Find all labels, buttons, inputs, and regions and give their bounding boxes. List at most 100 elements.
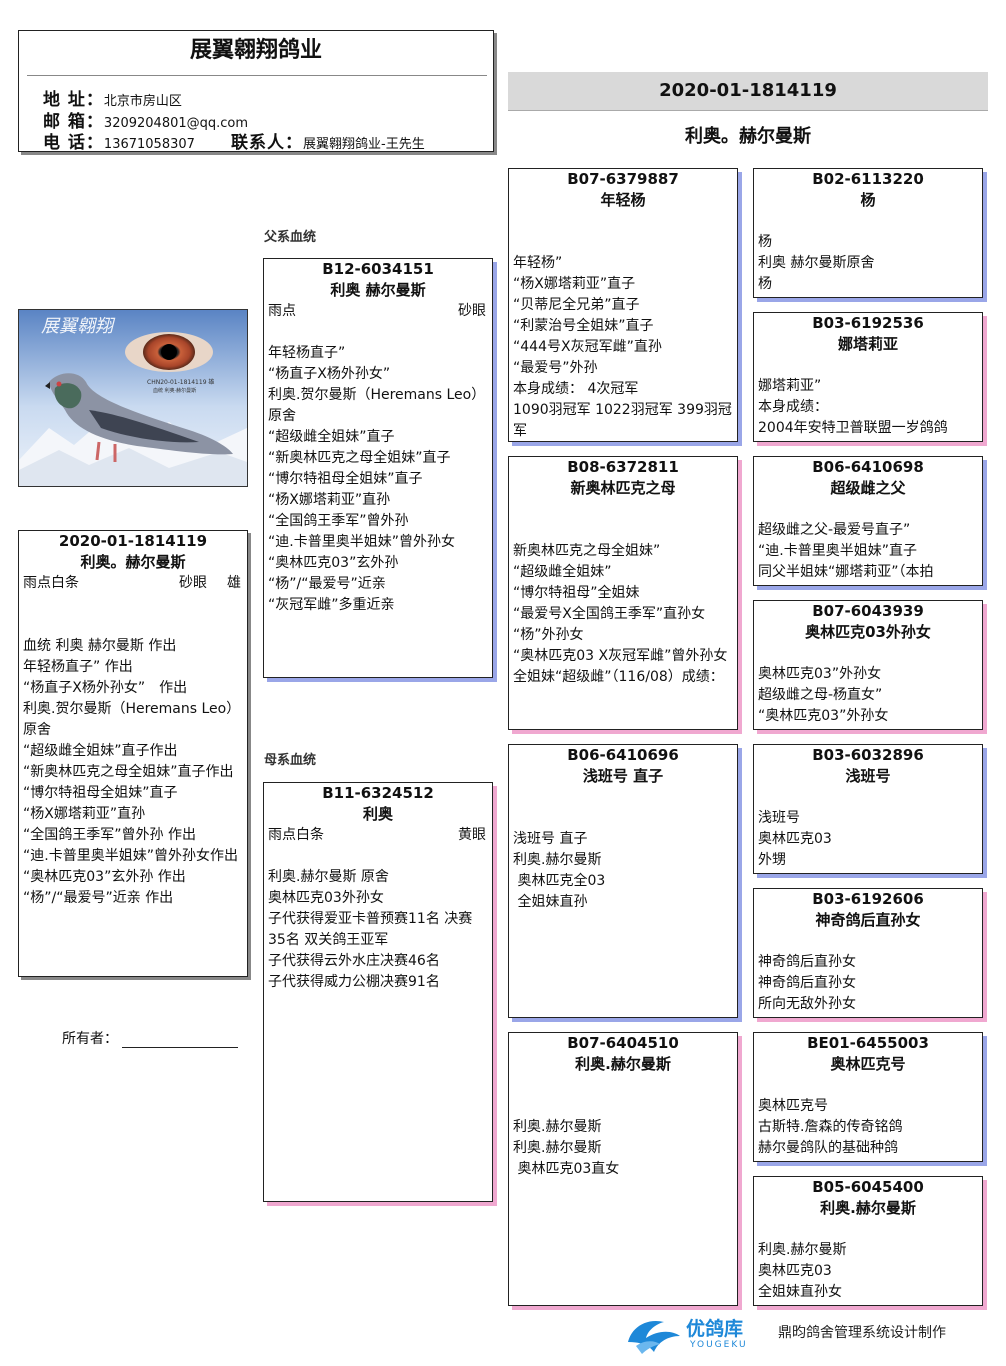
sire-attributes: 雨点 砂眼 (264, 301, 492, 322)
dam-line: 利奥.赫尔曼斯 原舍 (268, 869, 389, 885)
gen3-line: 古斯特.詹森的传奇铭鸽 (758, 1119, 903, 1135)
sire-ring: B12-6034151 (322, 260, 434, 278)
gen3-line: 所向无敌外孙女 (758, 996, 856, 1012)
sire-line: 年轻杨直子” (268, 345, 346, 361)
gen3-line: 娜塔莉亚” (758, 378, 822, 394)
gen2-description: 浅班号 直子 利奥.赫尔曼斯 奥林匹克全03 全姐妹直孙 (509, 829, 737, 913)
gen3-name: 利奥.赫尔曼斯 (820, 1199, 916, 1217)
gen3-ring: B05-6045400 (812, 1178, 924, 1196)
owner-label: 所有者： (62, 1031, 118, 1047)
gen3-name: 浅班号 (845, 767, 891, 785)
sire-line: “迪.卡普里奥半姐妹”曾外孙女 (268, 534, 455, 550)
subject-line: 年轻杨直子” 作出 (23, 659, 133, 675)
gen2-ring: B08-6372811 (567, 458, 679, 476)
email-row: 邮 箱：3209204801@qq.com (43, 107, 248, 132)
subject-ring: 2020-01-1814119 (58, 532, 208, 550)
gen2-line: “444号X灰冠军雌”直孙 (513, 339, 662, 355)
subject-description: 血统 利奥 赫尔曼斯 作出 年轻杨直子” 作出 “杨直子X杨外孙女” 作出 利奥… (19, 636, 247, 909)
footer-logo: 优鸽库 YOUGEKU (622, 1312, 772, 1356)
photo-caption: CHN20-01-1814119 雄 (147, 378, 214, 386)
sire-line: “全国鸽王季军”曾外孙 (268, 513, 409, 529)
gen3-line: 利奥.赫尔曼斯 (758, 1242, 847, 1258)
grandsire-maternal-card: B06-6410696 浅班号 直子 浅班号 直子 利奥.赫尔曼斯 奥林匹克全0… (508, 744, 738, 1018)
gen2-line: 本身成绩： 4次冠军 (513, 381, 639, 397)
owner-field[interactable]: 所有者： (62, 1028, 239, 1048)
gen2-line: “贝蒂尼全兄弟”直子 (513, 297, 640, 313)
gen3-name: 神奇鸽后直孙女 (815, 911, 921, 929)
gen3-line: 杨 (758, 234, 772, 250)
sire-line: “奥林匹克03”玄外孙 (268, 555, 399, 571)
gen3-name: 娜塔莉亚 (837, 335, 898, 353)
gen3-ring: B03-6192606 (812, 890, 924, 908)
subject-line: “杨直子X杨外孙女” 作出 (23, 680, 188, 696)
gen3-description: 超级雌之父-最爱号直子” “迪.卡普里奥半姐妹”直子 同父半姐妹“娜塔莉亚”（本… (754, 520, 982, 583)
subject-line: “全国鸽王季军”曾外孙 作出 (23, 827, 196, 843)
contact-value: 展翼翱翔鸽业-王先生 (303, 137, 425, 152)
subject-line: “奥林匹克03”玄外孙 作出 (23, 869, 186, 885)
gen2-name: 浅班号 直子 (582, 767, 664, 785)
gen3-line: 外甥 (758, 852, 786, 868)
gen2-line: 年轻杨” (513, 255, 563, 271)
subject-eye: 砂眼 (179, 575, 207, 591)
gen3-name: 奥林匹克号 (830, 1055, 906, 1073)
gen3-card-5: B03-6032896 浅班号 浅班号 奥林匹克03 外甥 (753, 744, 983, 874)
dam-eye: 黄眼 (458, 827, 486, 843)
gen3-card-6: B03-6192606 神奇鸽后直孙女 神奇鸽后直孙女 神奇鸽后直孙女 所向无敌… (753, 888, 983, 1018)
sire-line: “新奥林匹克之母全姐妹”直子 (268, 450, 451, 466)
farm-title: 展翼翱翔鸽业 (189, 38, 322, 63)
gen2-line: 利奥.赫尔曼斯 (513, 1140, 602, 1156)
subject-line: “超级雌全姐妹”直子作出 (23, 743, 178, 759)
sire-name: 利奥 赫尔曼斯 (330, 281, 426, 299)
sire-line: “杨”/“最爱号”近亲 (268, 576, 386, 592)
gen2-ring: B07-6379887 (567, 170, 679, 188)
subject-color: 雨点白条 (23, 575, 79, 591)
gen2-line: 奥林匹克全03 (513, 873, 606, 889)
header-name: 利奥。赫尔曼斯 (685, 126, 811, 147)
pigeon-image: 展翼翱翔 CHN20-01-1814119 雄 血统 利奥·赫尔曼斯 (19, 310, 247, 486)
gen2-ring: B06-6410696 (567, 746, 679, 764)
sire-eye: 砂眼 (458, 303, 486, 319)
grandsire-paternal-card: B07-6379887 年轻杨 年轻杨” “杨X娜塔莉亚”直子 “贝蒂尼全兄弟”… (508, 168, 738, 442)
gen3-ring: B03-6192536 (812, 314, 924, 332)
email-value: 3209204801@qq.com (103, 116, 249, 131)
gen2-line: “博尔特祖母”全姐妹 (513, 585, 640, 601)
gen3-name: 杨 (860, 191, 876, 209)
subject-line: “博尔特祖母全姐妹”直子 (23, 785, 178, 801)
svg-text:展翼翱翔: 展翼翱翔 (41, 316, 116, 337)
gen3-line: 浅班号 (758, 810, 800, 826)
gen2-description: 利奥.赫尔曼斯 利奥.赫尔曼斯 奥林匹克03直女 (509, 1117, 737, 1180)
gen2-line: 浅班号 直子 (513, 831, 588, 847)
dam-attributes: 雨点白条 黄眼 (264, 825, 492, 846)
gen3-description: 杨 利奥 赫尔曼斯原舍 杨 (754, 232, 982, 295)
sire-line: “灰冠军雌”多重近亲 (268, 597, 395, 613)
sire-section-label: 父系血统 (264, 230, 317, 245)
gen3-line: “迪.卡普里奥半姐妹”直子 (758, 543, 917, 559)
dam-line: 子代获得威力公棚决赛91名 (268, 974, 440, 990)
gen2-name: 利奥.赫尔曼斯 (575, 1055, 671, 1073)
subject-line: “杨X娜塔莉亚”直孙 (23, 806, 146, 822)
photo-caption-2: 血统 利奥·赫尔曼斯 (153, 387, 196, 394)
subject-card: 2020-01-1814119 利奥。赫尔曼斯 雨点白条 砂眼 雄 血统 利奥 … (18, 530, 248, 977)
owner-line[interactable] (122, 1031, 239, 1048)
gen3-name: 超级雌之父 (830, 479, 906, 497)
phone-value: 13671058307 (103, 137, 195, 152)
gen3-line: 神奇鸽后直孙女 (758, 954, 856, 970)
email-label: 邮 箱： (43, 112, 104, 132)
sire-line: 利奥.贺尔曼斯（Heremans Leo）原舍 (268, 387, 486, 424)
subject-attributes: 雨点白条 砂眼 雄 (19, 573, 247, 594)
address-row: 地 址：北京市房山区 (43, 85, 182, 110)
gen2-line: “杨X娜塔莉亚”直子 (513, 276, 636, 292)
dam-line: 奥林匹克03外孙女 (268, 890, 384, 906)
gen3-card-8: B05-6045400 利奥.赫尔曼斯 利奥.赫尔曼斯 奥林匹克03 全姐妹直孙… (753, 1176, 983, 1306)
sire-line: “杨X娜塔莉亚”直孙 (268, 492, 391, 508)
dam-description: 利奥.赫尔曼斯 原舍 奥林匹克03外孙女 子代获得爱亚卡普预赛11名 决赛35名… (264, 867, 492, 993)
gen2-name: 新奥林匹克之母 (570, 479, 676, 497)
gen3-line: 2004年安特卫普联盟一岁鸽鸽 (758, 420, 948, 436)
gen3-line: “奥林匹克03”外孙女 (758, 708, 889, 724)
dam-name: 利奥 (362, 805, 393, 823)
yougeku-logo-icon (628, 1320, 680, 1354)
gen2-line: 1090羽冠军 1022羽冠军 399羽冠军 (513, 402, 732, 439)
granddam-maternal-card: B07-6404510 利奥.赫尔曼斯 利奥.赫尔曼斯 利奥.赫尔曼斯 奥林匹克… (508, 1032, 738, 1306)
gen3-line: 赫尔曼鸽队的基础种鸽 (758, 1140, 898, 1156)
gen3-card-4: B07-6043939 奥林匹克03外孙女 奥林匹克03”外孙女 超级雌之母-杨… (753, 600, 983, 730)
